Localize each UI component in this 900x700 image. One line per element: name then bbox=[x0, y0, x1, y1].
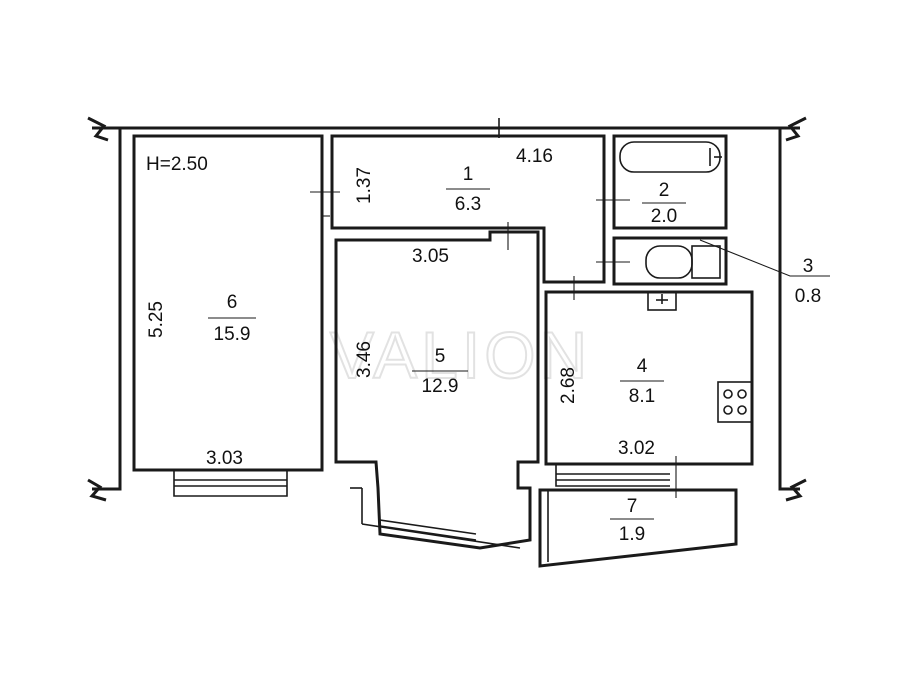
room-4 bbox=[544, 290, 754, 498]
svg-text:15.9: 15.9 bbox=[214, 324, 251, 345]
room-label-7: 7 1.9 bbox=[610, 496, 654, 545]
dimension-room1-width: 4.16 bbox=[516, 146, 553, 167]
svg-text:4: 4 bbox=[637, 356, 648, 377]
ceiling-height-label: H=2.50 bbox=[146, 154, 208, 175]
svg-text:5: 5 bbox=[435, 346, 446, 367]
room-1 bbox=[310, 134, 606, 300]
room-5 bbox=[334, 222, 540, 550]
svg-text:6.3: 6.3 bbox=[455, 194, 481, 215]
dimension-room5-depth: 3.46 bbox=[354, 341, 375, 378]
dimension-room6-height: 5.25 bbox=[146, 301, 167, 338]
dimension-room1-depth: 1.37 bbox=[354, 167, 375, 204]
room-label-5: 5 12.9 bbox=[412, 346, 468, 397]
room-label-6: 6 15.9 bbox=[208, 292, 256, 345]
svg-text:6: 6 bbox=[227, 292, 238, 313]
dimension-room4-width: 3.02 bbox=[618, 438, 655, 459]
svg-text:1.9: 1.9 bbox=[619, 524, 645, 545]
dimension-room5-width: 3.05 bbox=[412, 246, 449, 267]
svg-text:3: 3 bbox=[803, 256, 814, 277]
room-6 bbox=[132, 134, 330, 497]
svg-text:12.9: 12.9 bbox=[422, 376, 459, 397]
room-label-2: 2 2.0 bbox=[642, 180, 686, 227]
svg-text:8.1: 8.1 bbox=[629, 386, 655, 407]
svg-text:1: 1 bbox=[463, 164, 474, 185]
room-2 bbox=[596, 134, 728, 230]
room-label-3: 3 0.8 bbox=[795, 256, 821, 307]
svg-text:7: 7 bbox=[627, 496, 638, 517]
dimension-room4-depth: 2.68 bbox=[558, 367, 579, 404]
svg-text:0.8: 0.8 bbox=[795, 286, 821, 307]
svg-text:2: 2 bbox=[659, 180, 670, 201]
room-label-1: 1 6.3 bbox=[446, 164, 490, 215]
room-7 bbox=[538, 488, 738, 568]
room-3 bbox=[596, 236, 830, 286]
exterior-walls bbox=[87, 116, 807, 502]
room-label-4: 4 8.1 bbox=[620, 356, 664, 407]
dimension-room6-width: 3.03 bbox=[206, 448, 243, 469]
svg-text:2.0: 2.0 bbox=[651, 206, 677, 227]
